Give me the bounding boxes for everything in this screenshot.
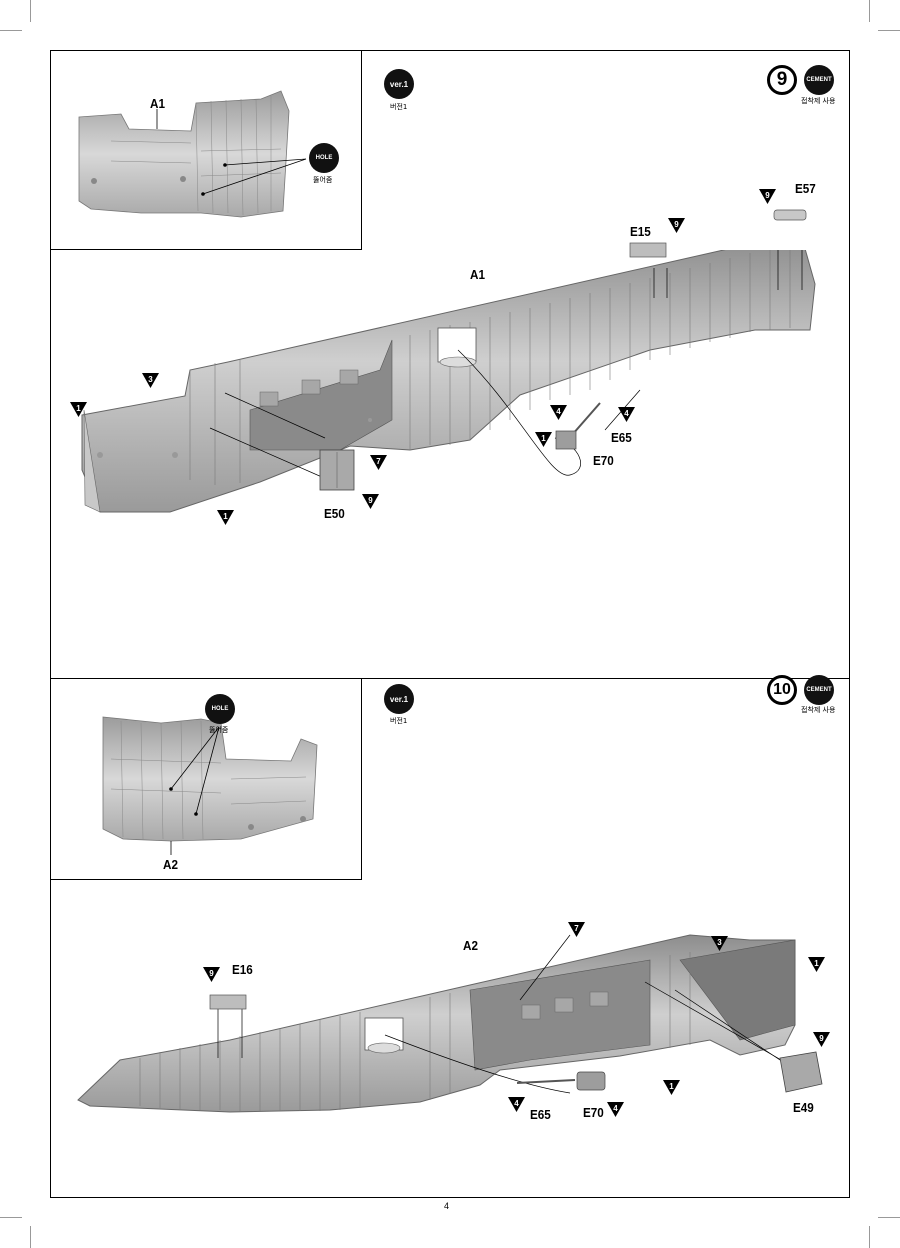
paint-marker-number: 1 [223, 512, 228, 521]
page-number: 4 [444, 1201, 450, 1211]
hole-badge: HOLE [205, 694, 235, 724]
version-caption: 버전1 [390, 717, 408, 725]
crop-mark [878, 1217, 900, 1218]
part-label-e70: E70 [583, 1105, 604, 1120]
crop-mark [869, 1226, 870, 1248]
step9-inset: A1 HOLE 뚫어줌 [50, 50, 362, 250]
step9-inset-part-label: A1 [150, 96, 165, 111]
paint-marker-number: 7 [376, 457, 381, 466]
part-label-a1: A1 [470, 267, 485, 282]
paint-marker-number: 3 [717, 938, 722, 947]
crop-mark [878, 30, 900, 31]
part-label-e65: E65 [530, 1107, 551, 1122]
paint-marker-number: 9 [819, 1034, 824, 1043]
hole-badge: HOLE [309, 143, 339, 173]
step9-parts-bottom [555, 402, 601, 450]
instruction-frame [50, 50, 850, 1198]
part-label-e49: E49 [793, 1100, 814, 1115]
paint-marker-number: 4 [613, 1104, 618, 1113]
step10-inset-part-label: A2 [163, 857, 178, 872]
paint-marker-number: 9 [674, 220, 679, 229]
step-number-10: 10 [767, 675, 797, 705]
paint-marker-number: 7 [574, 924, 579, 933]
paint-marker-number: 9 [765, 191, 770, 200]
version-caption: 버전1 [390, 103, 408, 111]
cement-icon: CEMENT [804, 65, 834, 95]
hole-caption: 뚫어줌 [313, 176, 333, 184]
hole-caption: 뚫어줌 [209, 726, 229, 734]
part-e16-shape [209, 994, 247, 1010]
version-badge: ver.1 [384, 684, 414, 714]
cement-icon: CEMENT [804, 675, 834, 705]
part-label-e70: E70 [593, 453, 614, 468]
part-label-a2: A2 [463, 938, 478, 953]
part-e15-shape [629, 242, 667, 258]
step-number-9: 9 [767, 65, 797, 95]
step10-inset: HOLE 뚫어줌 A2 [50, 678, 362, 880]
paint-marker-number: 9 [209, 969, 214, 978]
step9-inset-drawing [78, 90, 307, 218]
crop-mark [30, 1226, 31, 1248]
paint-marker-number: 3 [148, 375, 153, 384]
part-label-e16: E16 [232, 962, 253, 977]
paint-marker-number: 1 [669, 1082, 674, 1091]
step10-parts-bottom [516, 1071, 606, 1091]
part-label-e50: E50 [324, 506, 345, 521]
version-badge: ver.1 [384, 69, 414, 99]
paint-marker-number: 1 [814, 959, 819, 968]
step9-parts-top [629, 209, 807, 258]
paint-marker-number: 4 [624, 409, 629, 418]
part-e49-shape [779, 1051, 823, 1093]
paint-marker-number: 9 [368, 496, 373, 505]
paint-marker-number: 4 [514, 1099, 519, 1108]
paint-marker-number: 4 [556, 407, 561, 416]
part-label-e57: E57 [795, 181, 816, 196]
crop-mark [0, 1217, 22, 1218]
part-label-e15: E15 [630, 224, 651, 239]
crop-mark [30, 0, 31, 22]
step-divider [50, 678, 850, 679]
paint-marker-number: 1 [76, 404, 81, 413]
part-e50-shape [319, 449, 355, 491]
cement-caption: 접착제 사용 [801, 706, 836, 714]
cement-caption: 접착제 사용 [801, 97, 836, 105]
step9-fuselage-drawing [81, 250, 816, 513]
crop-mark [0, 30, 22, 31]
step10-inset-drawing [102, 716, 318, 855]
part-label-e65: E65 [611, 430, 632, 445]
part-e57-shape [773, 209, 807, 221]
paint-marker-number: 1 [541, 434, 546, 443]
step10-fuselage-drawing [77, 934, 811, 1113]
crop-mark [869, 0, 870, 22]
